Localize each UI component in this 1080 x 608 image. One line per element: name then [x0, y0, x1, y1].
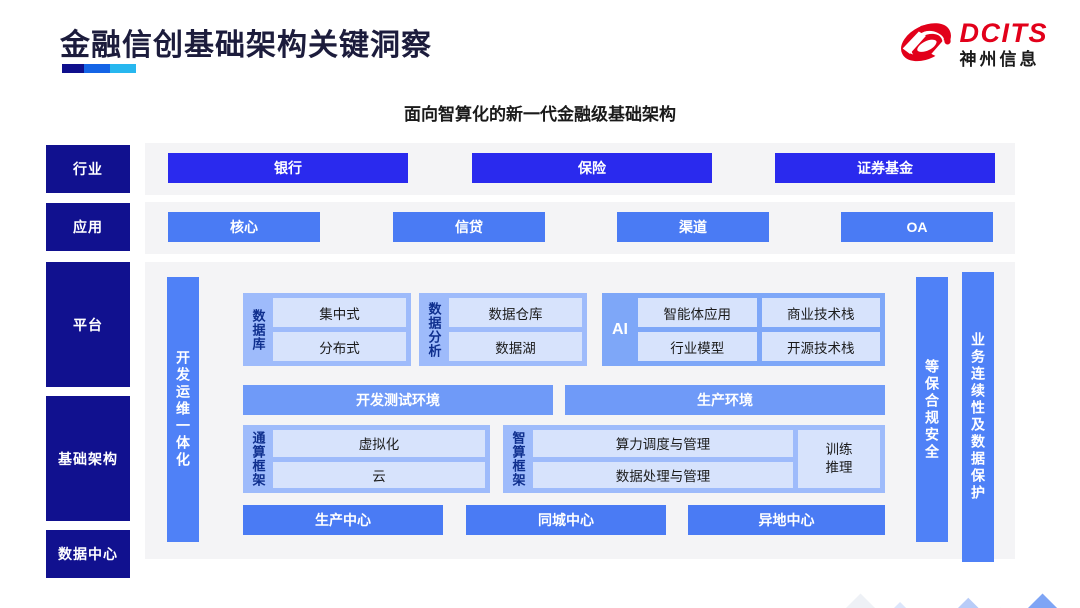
industry-chip-bank[interactable]: 银行: [168, 153, 408, 183]
rail-item-infrastructure: 基础架构: [46, 396, 130, 521]
group-general-compute: 通算框架 虚拟化 云: [243, 425, 490, 493]
application-row-panel: 核心 信贷 渠道 OA: [145, 202, 1015, 254]
group-intelligent-compute: 智算框架 算力调度与管理 数据处理与管理 训练 推理: [503, 425, 885, 493]
application-chip-credit[interactable]: 信贷: [393, 212, 545, 242]
cell-train-infer[interactable]: 训练 推理: [798, 430, 880, 488]
datacenter-chip-same-city[interactable]: 同城中心: [466, 505, 666, 535]
group-general-compute-label: 通算框架: [250, 431, 266, 487]
industry-chip-securities-fund[interactable]: 证券基金: [775, 153, 995, 183]
cell-compute-scheduling[interactable]: 算力调度与管理: [533, 430, 793, 457]
group-database: 数据库 集中式 分布式: [243, 293, 411, 366]
group-data-analytics: 数据分析 数据仓库 数据湖: [419, 293, 587, 366]
business-continuity-vertical-bar[interactable]: 业务连续性及数据保护: [962, 272, 994, 562]
rail-item-datacenter: 数据中心: [46, 530, 130, 578]
title-underline-rule: [62, 64, 136, 73]
dcits-swirl-icon: [900, 23, 951, 62]
diagram-subtitle: 面向智算化的新一代金融级基础架构: [404, 105, 676, 124]
rail-item-platform: 平台: [46, 262, 130, 387]
cell-data-processing[interactable]: 数据处理与管理: [533, 461, 793, 488]
cell-centralized[interactable]: 集中式: [273, 298, 406, 327]
brand-logo: DCITS 神州信息: [899, 18, 1049, 70]
cell-data-warehouse[interactable]: 数据仓库: [449, 298, 582, 327]
cell-data-lake[interactable]: 数据湖: [449, 332, 582, 361]
group-analytics-label: 数据分析: [426, 301, 442, 358]
cell-virtualization[interactable]: 虚拟化: [273, 430, 485, 457]
application-chip-channel[interactable]: 渠道: [617, 212, 769, 242]
industry-row-panel: 银行 保险 证券基金: [145, 143, 1015, 195]
rail-item-industry: 行业: [46, 145, 130, 193]
infer-label: 推理: [825, 460, 853, 475]
env-chip-production[interactable]: 生产环境: [565, 385, 885, 415]
rail-item-application: 应用: [46, 203, 130, 251]
group-intelligent-compute-label: 智算框架: [510, 431, 526, 487]
group-ai-label: AI: [612, 320, 628, 338]
devops-vertical-bar[interactable]: 开发运维一体化: [167, 277, 199, 542]
slide-header: 金融信创基础架构关键洞察 DCITS 神州信息: [0, 0, 1080, 90]
train-label: 训练: [825, 441, 853, 457]
logo-english-text: DCITS: [959, 18, 1048, 48]
datacenter-chip-remote[interactable]: 异地中心: [688, 505, 885, 535]
env-chip-dev-test[interactable]: 开发测试环境: [243, 385, 553, 415]
datacenter-chip-production[interactable]: 生产中心: [243, 505, 443, 535]
page-title: 金融信创基础架构关键洞察: [60, 29, 432, 62]
cell-opensource-stack[interactable]: 开源技术栈: [761, 332, 880, 361]
industry-chip-insurance[interactable]: 保险: [472, 153, 712, 183]
security-compliance-vertical-bar[interactable]: 等保合规安全: [916, 277, 948, 542]
application-chip-oa[interactable]: OA: [841, 212, 993, 242]
application-chip-core[interactable]: 核心: [168, 212, 320, 242]
cell-distributed[interactable]: 分布式: [273, 332, 406, 361]
group-database-label: 数据库: [250, 308, 266, 351]
logo-chinese-text: 神州信息: [959, 50, 1040, 69]
cell-cloud[interactable]: 云: [273, 461, 485, 488]
cell-commercial-stack[interactable]: 商业技术栈: [761, 298, 880, 327]
group-ai: AI 智能体应用 商业技术栈 行业模型 开源技术栈: [602, 293, 885, 366]
cell-agent-application[interactable]: 智能体应用: [638, 298, 757, 327]
cell-industry-model[interactable]: 行业模型: [638, 332, 757, 361]
